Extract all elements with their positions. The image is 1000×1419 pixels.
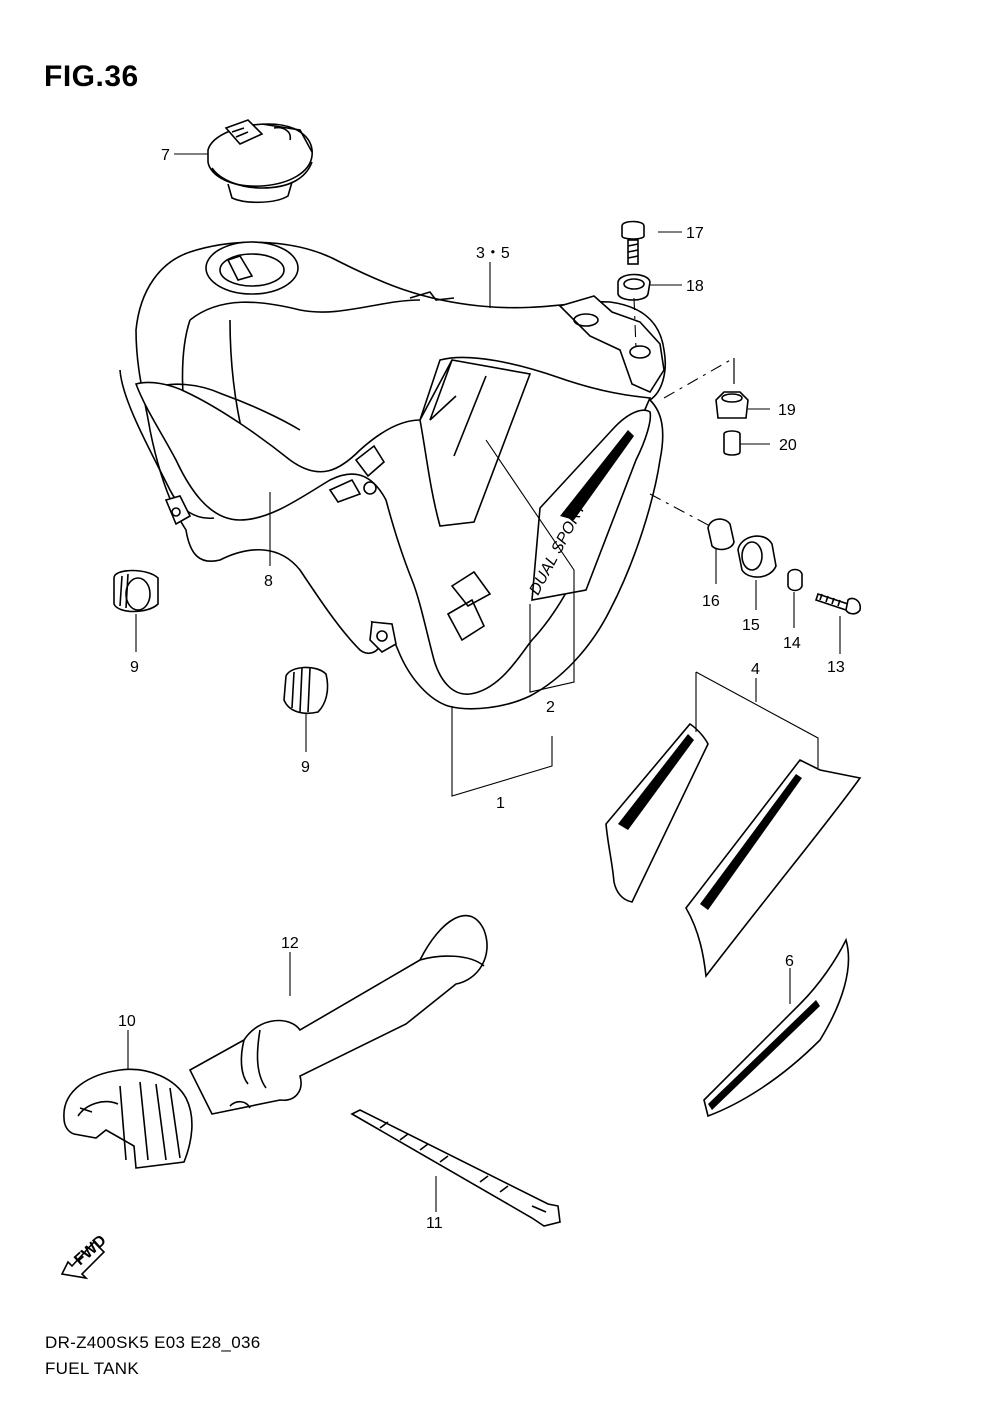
fuel-cap-part [207,119,313,204]
collar-part [723,430,741,456]
cable-tie-part [350,1109,561,1227]
callout-17: 17 [686,225,704,242]
side-cover-part [685,758,862,979]
washer-part [787,568,803,592]
cushion-part [737,535,777,578]
cushion-part [707,518,735,551]
callout-13: 13 [827,659,845,676]
callout-4: 4 [751,661,760,678]
callout-9-lower: 9 [301,759,310,776]
side-cover-part [605,722,709,903]
callout-2: 2 [546,699,555,716]
callout-15: 15 [742,617,760,634]
protector-tube-part [188,914,488,1115]
model-code: DR-Z400SK5 E03 E28_036 [45,1333,261,1352]
grommet-part [63,1068,193,1169]
callout-6: 6 [785,953,794,970]
cushion-part [715,391,749,419]
callout-9-upper: 9 [130,659,139,676]
callout-11: 11 [426,1215,443,1232]
callout-3-5: 3・5 [476,245,510,262]
figure-title: FIG.36 [44,60,139,93]
cover-part [703,937,850,1118]
assembly-axis-line [649,493,711,527]
callout-20: 20 [779,437,797,454]
callout-labels: 7 3・5 17 18 19 20 8 9 9 16 15 14 13 2 1 … [118,147,845,1232]
callout-8: 8 [264,573,273,590]
forward-arrow-icon: FWD [60,1232,110,1280]
callout-12: 12 [281,935,299,952]
callout-1: 1 [496,795,505,812]
bolt-part [621,220,645,265]
callout-19: 19 [778,402,796,419]
callout-16: 16 [702,593,720,610]
bushing-part [617,273,651,301]
bolt-part [814,592,862,615]
callout-10: 10 [118,1013,136,1030]
callout-18: 18 [686,278,704,295]
assembly-axis-line [633,297,637,349]
callout-14: 14 [783,635,801,652]
figure-name: FUEL TANK [45,1359,140,1378]
damper-part [283,666,329,715]
fuel-tank-part: DUAL SPORT [119,241,666,710]
leader-lines [127,153,841,1212]
damper-part [113,569,159,613]
callout-7: 7 [161,147,170,164]
